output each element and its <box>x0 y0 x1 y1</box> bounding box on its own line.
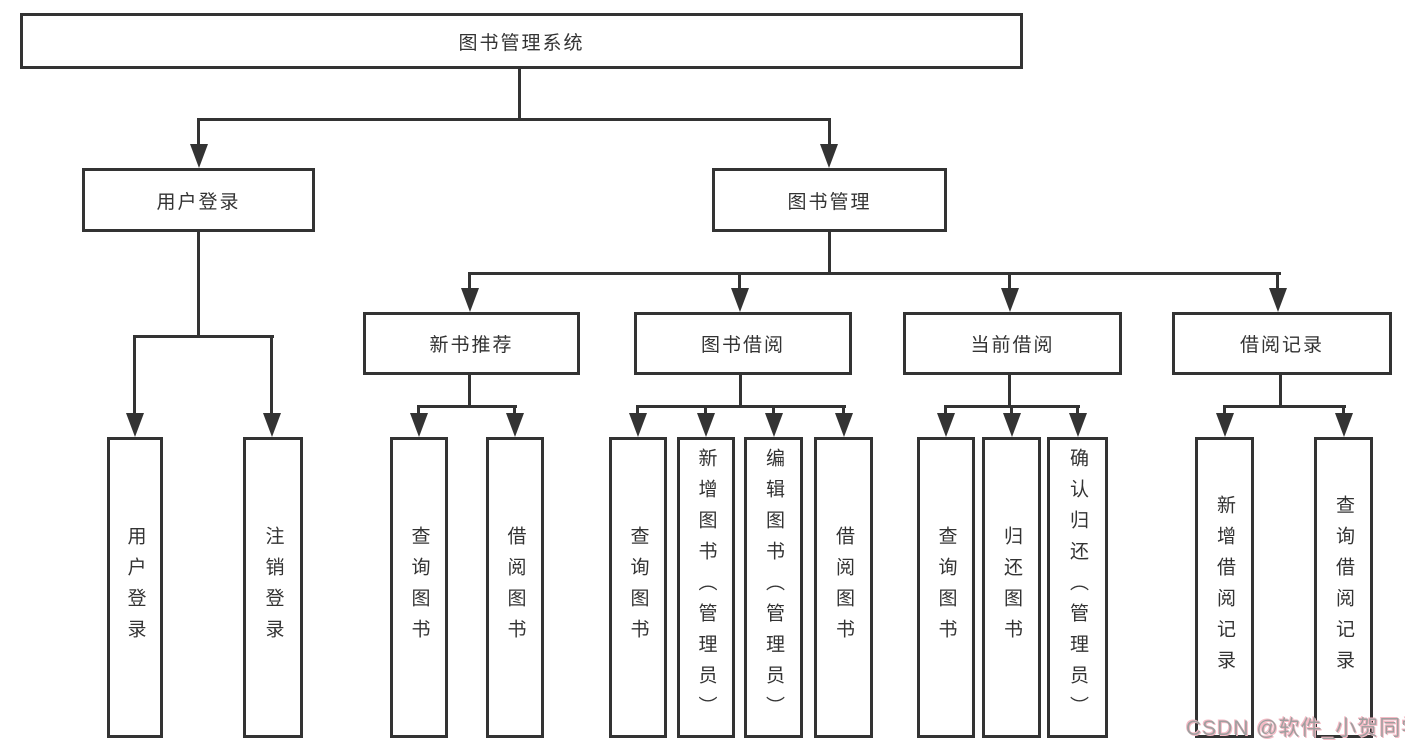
leaf-add-book-admin: 新增图书（管理员） <box>677 437 735 738</box>
leaf-confirm-return-admin-label: 确认归还（管理员） <box>1067 448 1088 727</box>
connector-line <box>270 335 273 417</box>
connector-line <box>468 375 471 405</box>
leaf-borrow-books-newbooks: 借阅图书 <box>486 437 544 738</box>
connector-line <box>417 405 517 408</box>
node-new-book-recommend-label: 新书推荐 <box>429 335 514 356</box>
arrow-down-icon <box>835 413 853 437</box>
arrow-down-icon <box>506 413 524 437</box>
node-current-borrow-label: 当前借阅 <box>970 335 1055 356</box>
arrow-down-icon <box>937 413 955 437</box>
node-borrow-record: 借阅记录 <box>1172 312 1392 375</box>
leaf-user-login-label: 用户登录 <box>124 525 146 650</box>
node-user-login-label: 用户登录 <box>156 191 241 213</box>
connector-line <box>636 405 639 419</box>
leaf-add-borrow-record-label: 新增借阅记录 <box>1214 494 1235 681</box>
node-current-borrow: 当前借阅 <box>903 312 1122 375</box>
leaf-logout-label: 注销登录 <box>262 525 284 650</box>
connector-line <box>828 118 831 150</box>
node-book-borrow-label: 图书借阅 <box>700 335 785 356</box>
leaf-edit-book-admin-label: 编辑图书（管理员） <box>763 448 784 727</box>
arrow-down-icon <box>126 413 144 437</box>
node-new-book-recommend: 新书推荐 <box>363 312 580 375</box>
arrow-down-icon <box>697 413 715 437</box>
connector-line <box>1276 272 1279 294</box>
connector-line <box>1010 405 1013 419</box>
connector-line <box>1279 375 1282 405</box>
leaf-query-borrow-record: 查询借阅记录 <box>1314 437 1373 738</box>
arrow-down-icon <box>1069 413 1087 437</box>
leaf-add-book-admin-label: 新增图书（管理员） <box>695 448 717 727</box>
arrow-down-icon <box>820 144 838 168</box>
connector-line <box>468 272 471 294</box>
arrow-down-icon <box>1269 288 1287 312</box>
arrow-down-icon <box>1001 288 1019 312</box>
arrow-down-icon <box>765 413 783 437</box>
connector-line <box>1342 405 1345 419</box>
node-user-login: 用户登录 <box>82 168 315 232</box>
arrow-down-icon <box>1216 413 1234 437</box>
leaf-query-books-borrow-label: 查询图书 <box>627 525 649 650</box>
leaf-borrow-books-borrow: 借阅图书 <box>814 437 873 738</box>
node-root-label: 图书管理系统 <box>458 32 585 54</box>
connector-line <box>739 375 742 405</box>
arrow-down-icon <box>410 413 428 437</box>
arrow-down-icon <box>461 288 479 312</box>
leaf-add-borrow-record: 新增借阅记录 <box>1195 437 1254 738</box>
leaf-confirm-return-admin: 确认归还（管理员） <box>1047 437 1108 738</box>
connector-line <box>133 335 136 417</box>
connector-line <box>518 69 521 118</box>
leaf-user-login: 用户登录 <box>107 437 163 738</box>
connector-line <box>1223 405 1226 419</box>
connector-line <box>842 405 845 419</box>
csdn-watermark: CSDN @软件_小贺同学 <box>1186 717 1405 740</box>
leaf-query-books-newbooks: 查询图书 <box>390 437 448 738</box>
connector-line <box>197 232 200 335</box>
leaf-return-book: 归还图书 <box>982 437 1041 738</box>
leaf-query-books-newbooks-label: 查询图书 <box>408 525 430 650</box>
connector-line <box>636 405 846 408</box>
node-book-borrow: 图书借阅 <box>634 312 852 375</box>
connector-line <box>1008 272 1011 294</box>
connector-line <box>1008 375 1011 405</box>
connector-line <box>704 405 707 419</box>
leaf-query-books-borrow: 查询图书 <box>609 437 667 738</box>
arrow-down-icon <box>1335 413 1353 437</box>
arrow-down-icon <box>1003 413 1021 437</box>
connector-line <box>1076 405 1079 419</box>
arrow-down-icon <box>190 144 208 168</box>
leaf-borrow-books-borrow-label: 借阅图书 <box>833 525 854 650</box>
arrow-down-icon <box>731 288 749 312</box>
leaf-query-borrow-record-label: 查询借阅记录 <box>1333 494 1354 681</box>
connector-line <box>738 272 741 294</box>
leaf-borrow-books-newbooks-label: 借阅图书 <box>504 525 526 650</box>
node-book-management: 图书管理 <box>712 168 947 232</box>
leaf-return-book-label: 归还图书 <box>1001 525 1022 650</box>
leaf-logout: 注销登录 <box>243 437 303 738</box>
connector-line <box>828 232 831 272</box>
connector-line <box>417 405 420 419</box>
connector-line <box>197 118 200 150</box>
arrow-down-icon <box>629 413 647 437</box>
connector-line <box>513 405 516 419</box>
connector-line <box>468 272 1281 275</box>
connector-line <box>772 405 775 419</box>
node-book-management-label: 图书管理 <box>787 191 872 213</box>
leaf-query-books-current: 查询图书 <box>917 437 975 738</box>
connector-line <box>197 118 831 121</box>
connector-line <box>944 405 947 419</box>
connector-line <box>133 335 274 338</box>
node-root: 图书管理系统 <box>20 13 1023 69</box>
arrow-down-icon <box>263 413 281 437</box>
leaf-query-books-current-label: 查询图书 <box>935 525 957 650</box>
connector-line <box>1223 405 1346 408</box>
node-borrow-record-label: 借阅记录 <box>1239 335 1324 356</box>
leaf-edit-book-admin: 编辑图书（管理员） <box>744 437 803 738</box>
